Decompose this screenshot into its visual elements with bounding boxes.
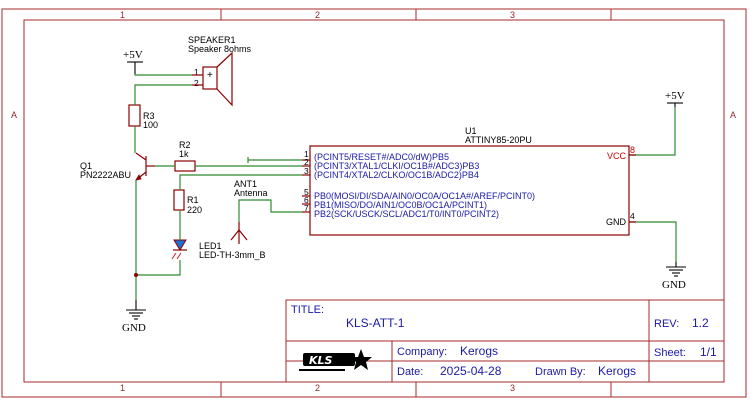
resistor-r2: R2 1k <box>174 140 196 172</box>
speaker-pin2: 2 <box>194 78 199 88</box>
power-label-5v-right: +5V <box>665 90 685 102</box>
drawn-by-key: Drawn By: <box>535 366 586 378</box>
sheet-value: 1/1 <box>700 345 717 359</box>
speaker-plus: + <box>207 70 213 81</box>
u1-pin-num-1: 1 <box>304 149 309 159</box>
u1-pin-label-gnd: GND <box>606 217 627 227</box>
u1-pin-num-2: 2 <box>304 157 309 167</box>
u1-pin-label-pb5: (PCINT5/RESET#/ADC0/dW)PB5 <box>314 152 449 162</box>
speaker-value: Speaker 8ohms <box>188 44 252 54</box>
rev-key: REV: <box>654 318 679 330</box>
u1-pin-label-pb0: PB0(MOSI/DI/SDA/AIN0/OC0A/OC1A#/AREF/PCI… <box>314 191 535 201</box>
resistor-r3: R3 100 <box>128 104 158 130</box>
zone-row-a-right: A <box>730 110 736 120</box>
q1-ref: Q1 <box>80 161 92 171</box>
power-symbol-5v-right: +5V <box>665 90 685 107</box>
ground-symbol-right: GND <box>662 262 686 291</box>
u1-pin-num-8: 8 <box>630 145 635 155</box>
u1-pin-num-6: 6 <box>304 195 309 205</box>
ant1-ref: ANT1 <box>234 179 257 189</box>
r1-ref: R1 <box>187 195 199 205</box>
r2-ref: R2 <box>179 140 191 150</box>
r2-value: 1k <box>179 149 189 159</box>
u1-pin-num-7: 7 <box>304 203 309 213</box>
resistor-r1: R1 220 <box>173 189 202 215</box>
ground-label-right: GND <box>662 279 686 291</box>
q1-value: PN2222ABU <box>80 170 131 180</box>
ant1-value: Antenna <box>234 188 268 198</box>
zone-col-2-bottom: 2 <box>315 383 320 393</box>
u1-pin-num-4: 4 <box>630 211 635 221</box>
r3-ref: R3 <box>143 111 155 121</box>
power-symbol-5v-left: +5V <box>123 49 143 74</box>
ic-u1: U1 ATTINY85-20PU 1 2 3 5 6 7 (PCINT5/RES… <box>302 126 636 236</box>
u1-pin-label-pb4: (PCINT4/XTAL2/CLKO/OC1B/ADC2)PB4 <box>314 170 479 180</box>
u1-ref: U1 <box>465 126 477 136</box>
logo-lettering: KLS <box>309 354 333 367</box>
company-logo: KLS <box>299 349 372 371</box>
zone-col-2-top: 2 <box>315 10 320 20</box>
speaker-pin1: 1 <box>194 67 199 77</box>
zone-col-3-top: 3 <box>510 10 515 20</box>
company-key: Company: <box>397 346 447 358</box>
sheet-key: Sheet: <box>654 347 686 359</box>
ground-symbol-left: GND <box>122 300 146 334</box>
power-label-5v-left: +5V <box>123 49 143 61</box>
r3-value: 100 <box>143 120 158 130</box>
title-value: KLS-ATT-1 <box>346 316 405 330</box>
zone-col-1-top: 1 <box>120 10 125 20</box>
zone-row-a-left: A <box>11 110 17 120</box>
u1-pin-num-5: 5 <box>304 187 309 197</box>
wires <box>134 74 677 300</box>
speaker-symbol: SPEAKER1 Speaker 8ohms + 1 2 <box>188 35 252 107</box>
drawn-by-value: Kerogs <box>598 364 636 378</box>
u1-pin-num-3: 3 <box>304 166 309 176</box>
speaker-ref: SPEAKER1 <box>188 35 236 45</box>
company-value: Kerogs <box>460 344 498 358</box>
r1-value: 220 <box>187 205 202 215</box>
rev-value: 1.2 <box>692 316 709 330</box>
title-block: TITLE: KLS-ATT-1 REV: 1.2 Company: Kerog… <box>285 299 725 383</box>
led1-value: LED-TH-3mm_B <box>199 250 266 260</box>
u1-pin-label-pb3: (PCINT3/XTAL1/CLKI/OC1B#/ADC3)PB3 <box>314 161 479 171</box>
zone-col-1-bottom: 1 <box>120 383 125 393</box>
antenna-ant1: ANT1 Antenna <box>230 179 268 244</box>
date-key: Date: <box>397 366 423 378</box>
u1-pin-label-pb1: PB1(MISO/DO/AIN1/OC0B/OC1A/PCINT1) <box>314 200 487 210</box>
led-led1: LED1 LED-TH-3mm_B <box>171 239 266 260</box>
title-key: TITLE: <box>291 304 324 316</box>
u1-pin-label-vcc: VCC <box>607 151 627 161</box>
transistor-q1: Q1 PN2222ABU <box>80 152 155 181</box>
led1-ref: LED1 <box>199 241 222 251</box>
u1-value: ATTINY85-20PU <box>465 135 532 145</box>
ground-label-left: GND <box>122 322 146 334</box>
date-value: 2025-04-28 <box>440 364 502 378</box>
u1-pin-label-pb2: PB2(SCK/USCK/SCL/ADC1/T0/INT0/PCINT2) <box>314 209 499 219</box>
zone-col-3-bottom: 3 <box>510 383 515 393</box>
